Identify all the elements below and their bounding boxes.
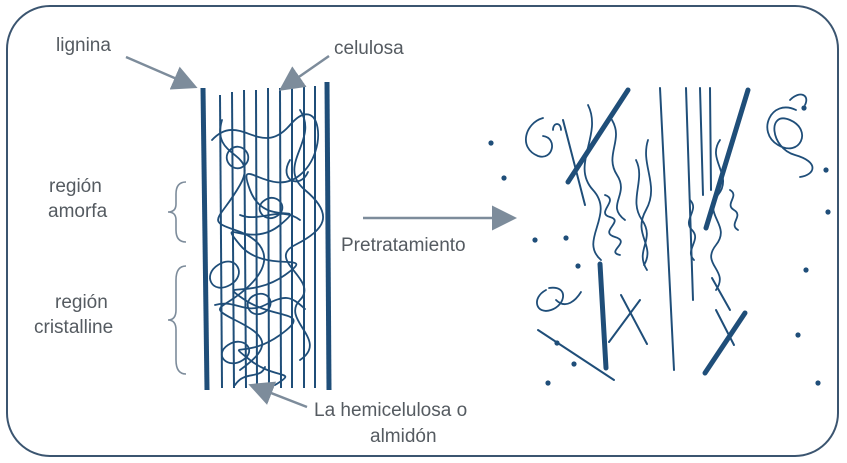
label-hemicelulosa-line2: almidón	[370, 426, 437, 448]
label-lignina: lignina	[56, 35, 111, 57]
label-celulosa: celulosa	[334, 38, 404, 60]
pointer-arrows	[126, 56, 329, 407]
label-region-cristalline-line2: cristalline	[34, 317, 113, 339]
hemicellulose-tangle	[210, 110, 323, 385]
label-region-cristalline-line1: región	[55, 292, 108, 314]
braces	[168, 182, 186, 374]
label-region-amorfa-line1: región	[49, 176, 102, 198]
dispersed-particles	[488, 105, 830, 385]
label-region-amorfa-line2: amorfa	[48, 201, 107, 223]
label-pretratamiento: Pretratamiento	[341, 235, 466, 257]
scattered-cellulose	[538, 88, 734, 380]
label-hemicelulosa-line1: La hemicelulosa o	[314, 400, 467, 422]
